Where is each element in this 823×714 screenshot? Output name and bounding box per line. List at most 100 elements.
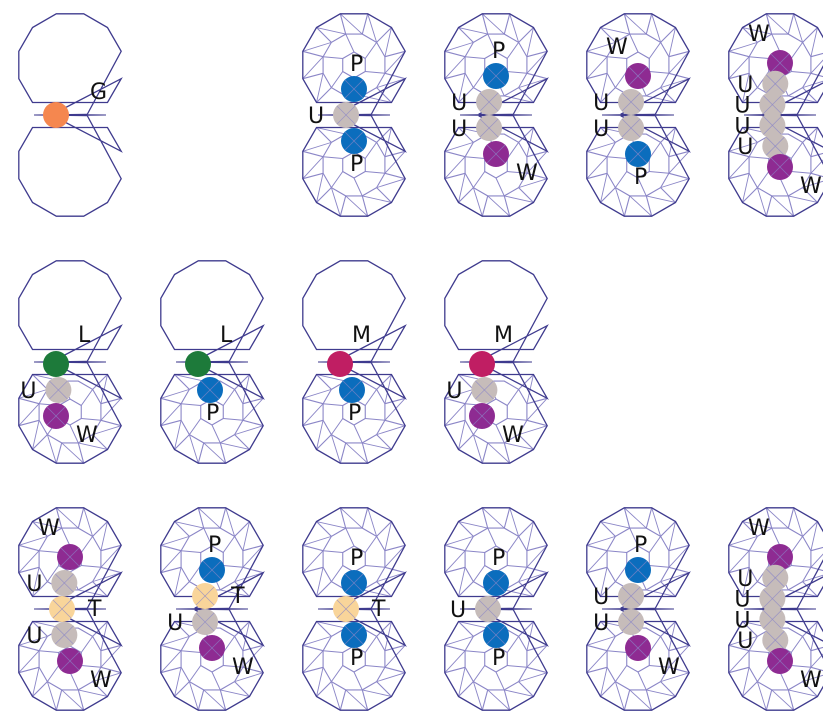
bead-label: W <box>606 35 628 60</box>
upper-lobe-outline <box>302 13 407 115</box>
bead-w <box>767 544 793 570</box>
bead-label: U <box>737 567 753 592</box>
bead-g <box>43 102 69 128</box>
bead-p <box>341 622 367 648</box>
bead-t <box>49 596 75 622</box>
bead-label: W <box>748 22 770 47</box>
bead-t <box>192 583 219 609</box>
bead-u <box>475 596 501 622</box>
bead-label: U <box>734 588 750 613</box>
lower-lobe-outline <box>586 609 691 711</box>
bead-w <box>767 50 793 76</box>
bead-label: L <box>78 323 91 348</box>
bead-label: P <box>350 52 363 77</box>
bead-label: U <box>167 611 183 636</box>
bead-label: U <box>593 611 609 636</box>
bead-label: T <box>87 597 102 622</box>
bead-u <box>45 377 72 403</box>
bead-label: P <box>634 165 647 190</box>
bead-label: U <box>737 629 753 654</box>
bead-label: U <box>593 117 609 142</box>
bead-label: W <box>800 668 822 693</box>
bead-w <box>625 63 651 89</box>
bead-label: U <box>734 114 750 139</box>
bead-u <box>759 91 786 118</box>
bead-u <box>618 89 645 115</box>
bead-u <box>476 89 503 115</box>
upper-lobe-outline <box>728 507 823 609</box>
upper-lobe-outline <box>586 507 691 609</box>
bead-label: W <box>748 516 770 541</box>
bead-label: P <box>492 546 505 571</box>
bead-u <box>192 609 219 635</box>
bead-label: W <box>76 423 98 448</box>
bead-u <box>51 622 78 648</box>
lower-lobe-outline <box>302 609 407 711</box>
lower-lobe-outline <box>444 362 549 464</box>
lower-lobe-outline <box>160 609 265 711</box>
bead-u <box>618 609 645 635</box>
bead-w <box>57 544 83 570</box>
bead-p <box>341 570 367 596</box>
bead-label: M <box>352 323 371 348</box>
upper-lobe-outline <box>302 260 407 362</box>
bead-u <box>618 583 645 609</box>
bead-u <box>333 102 359 128</box>
bead-u <box>762 70 789 97</box>
bead-w <box>43 403 69 429</box>
bead-label: U <box>446 379 462 404</box>
bead-label: P <box>348 401 361 426</box>
lower-lobe-outline <box>302 115 407 217</box>
bead-p <box>483 63 509 89</box>
bead-l <box>43 351 69 377</box>
upper-lobe-outline <box>160 260 265 362</box>
bead-label: P <box>350 152 363 177</box>
diagram-pup: P U P <box>302 13 407 217</box>
bead-t <box>333 596 359 622</box>
bead-u <box>471 377 498 403</box>
bead-label: U <box>308 104 324 129</box>
bead-label: W <box>38 516 60 541</box>
bead-u <box>762 627 789 654</box>
upper-lobe-outline <box>302 507 407 609</box>
bead-label: U <box>737 73 753 98</box>
bead-label: P <box>350 546 363 571</box>
upper-lobe-outline <box>18 13 123 115</box>
bead-label: W <box>516 161 538 186</box>
lower-lobe-outline <box>586 115 691 217</box>
bead-label: P <box>634 533 647 558</box>
bead-label: U <box>734 608 750 633</box>
lower-lobe-outline <box>728 609 823 711</box>
bead-u <box>618 115 645 141</box>
bead-label: W <box>232 655 254 680</box>
bead-label: W <box>90 668 112 693</box>
bead-p <box>339 377 365 403</box>
bead-w <box>625 635 651 661</box>
lower-lobe-outline <box>18 609 123 711</box>
bead-u <box>762 564 789 591</box>
bead-m <box>327 351 353 377</box>
upper-lobe-outline <box>444 507 549 609</box>
upper-lobe-outline <box>18 260 123 362</box>
bead-w <box>199 635 225 661</box>
diagram-muw: MUW <box>444 260 549 464</box>
bead-u <box>759 585 786 612</box>
upper-lobe-outline <box>444 13 549 115</box>
lower-lobe-outline <box>444 609 549 711</box>
bead-label: P <box>492 39 505 64</box>
bead-label: W <box>800 174 822 199</box>
bead-p <box>625 557 651 583</box>
upper-lobe-outline <box>728 13 823 115</box>
bead-label: U <box>450 598 466 623</box>
bead-u <box>476 115 503 141</box>
bead-u <box>759 606 786 633</box>
diagram-lp: LP <box>160 260 265 464</box>
bead-p <box>341 128 367 154</box>
bead-label: U <box>451 91 467 116</box>
lower-lobe-outline <box>728 115 823 217</box>
bead-label: T <box>371 597 386 622</box>
lower-lobe-outline <box>18 115 123 217</box>
